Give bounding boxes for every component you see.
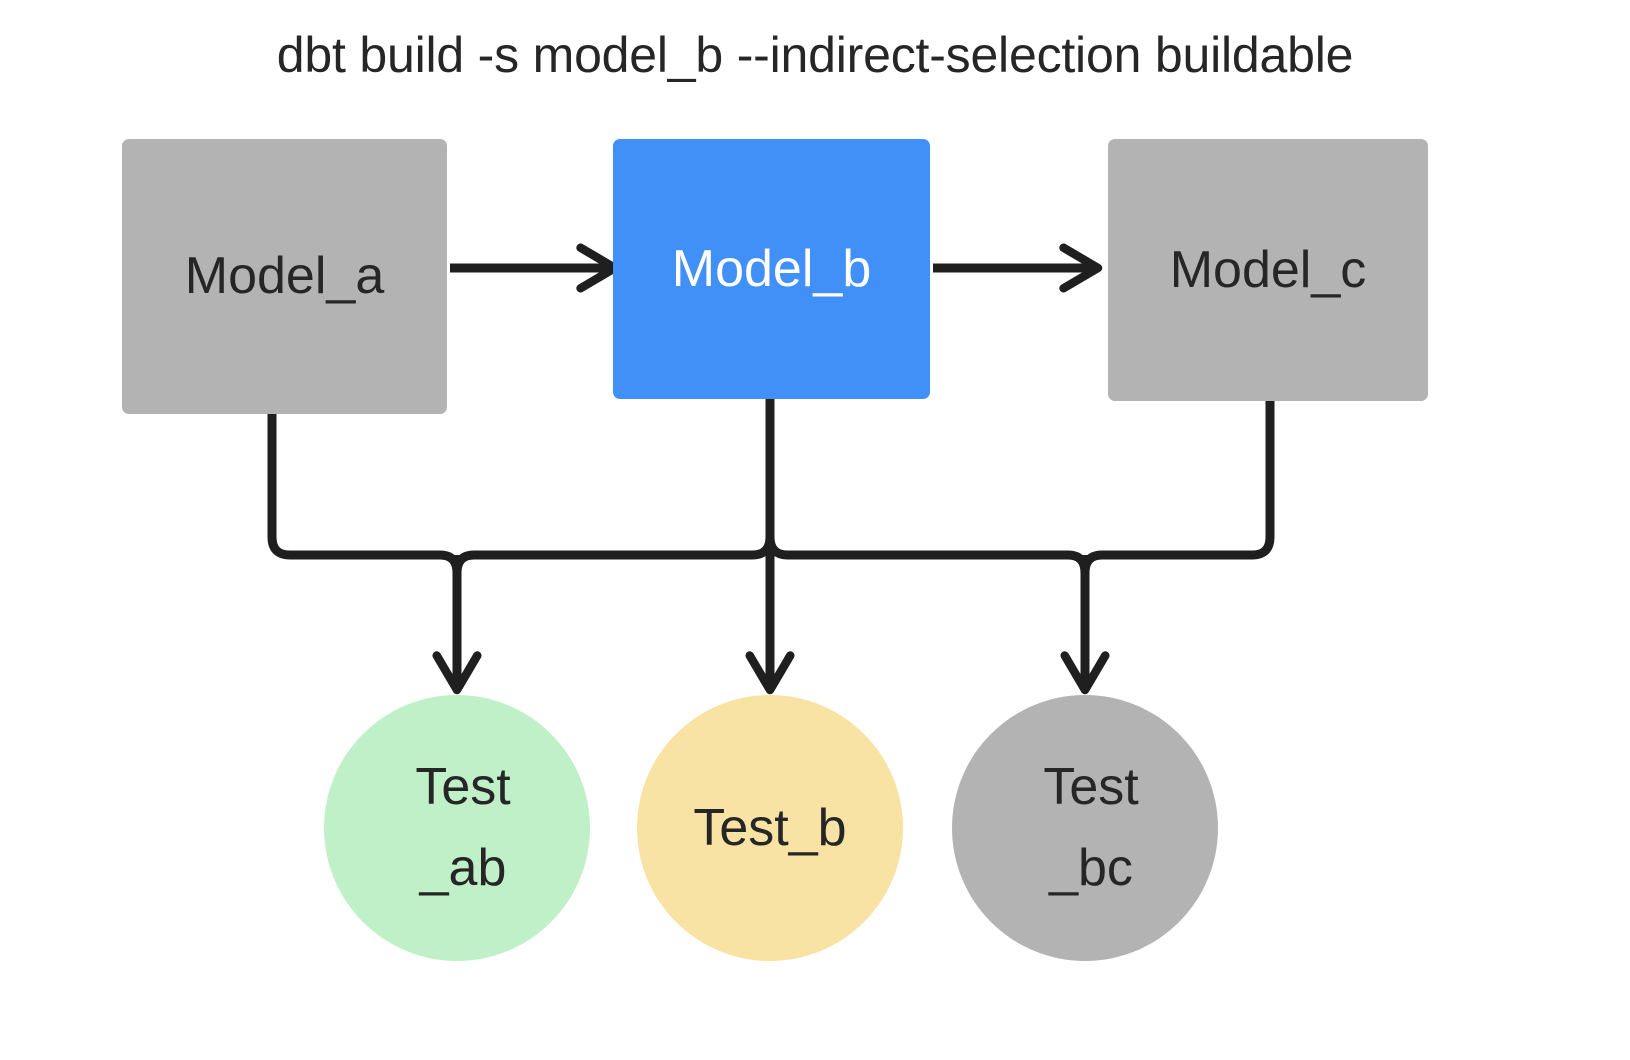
node-test-bc[interactable]: Test _bc (952, 695, 1218, 961)
edge-model-a-to-test-ab (267, 414, 462, 574)
node-test-bc-label-line1: Test (1043, 758, 1139, 817)
node-test-ab[interactable]: Test _ab (324, 695, 590, 961)
edge-model-b-to-test-bc (765, 536, 1090, 574)
node-test-ab-label-line2: _ab (419, 839, 507, 897)
node-model-c[interactable]: Model_c (1108, 139, 1428, 401)
node-test-ab-label-line1: Test (415, 758, 511, 817)
edge-model-b-to-test-ab (452, 399, 775, 574)
node-model-a[interactable]: Model_a (122, 139, 447, 414)
node-test-b-label-line1: Test_b (693, 798, 847, 857)
node-test-b[interactable]: Test_b (637, 695, 903, 961)
node-test-bc-label-line2: _bc (1049, 839, 1133, 897)
node-model-b[interactable]: Model_b (613, 139, 930, 399)
node-model-c-label: Model_c (1169, 240, 1367, 299)
node-model-b-label: Model_b (671, 239, 872, 298)
page-title: dbt build -s model_b --indirect-selectio… (276, 27, 1354, 83)
node-model-a-label: Model_a (184, 247, 385, 306)
edge-model-c-to-test-bc (1080, 401, 1275, 574)
